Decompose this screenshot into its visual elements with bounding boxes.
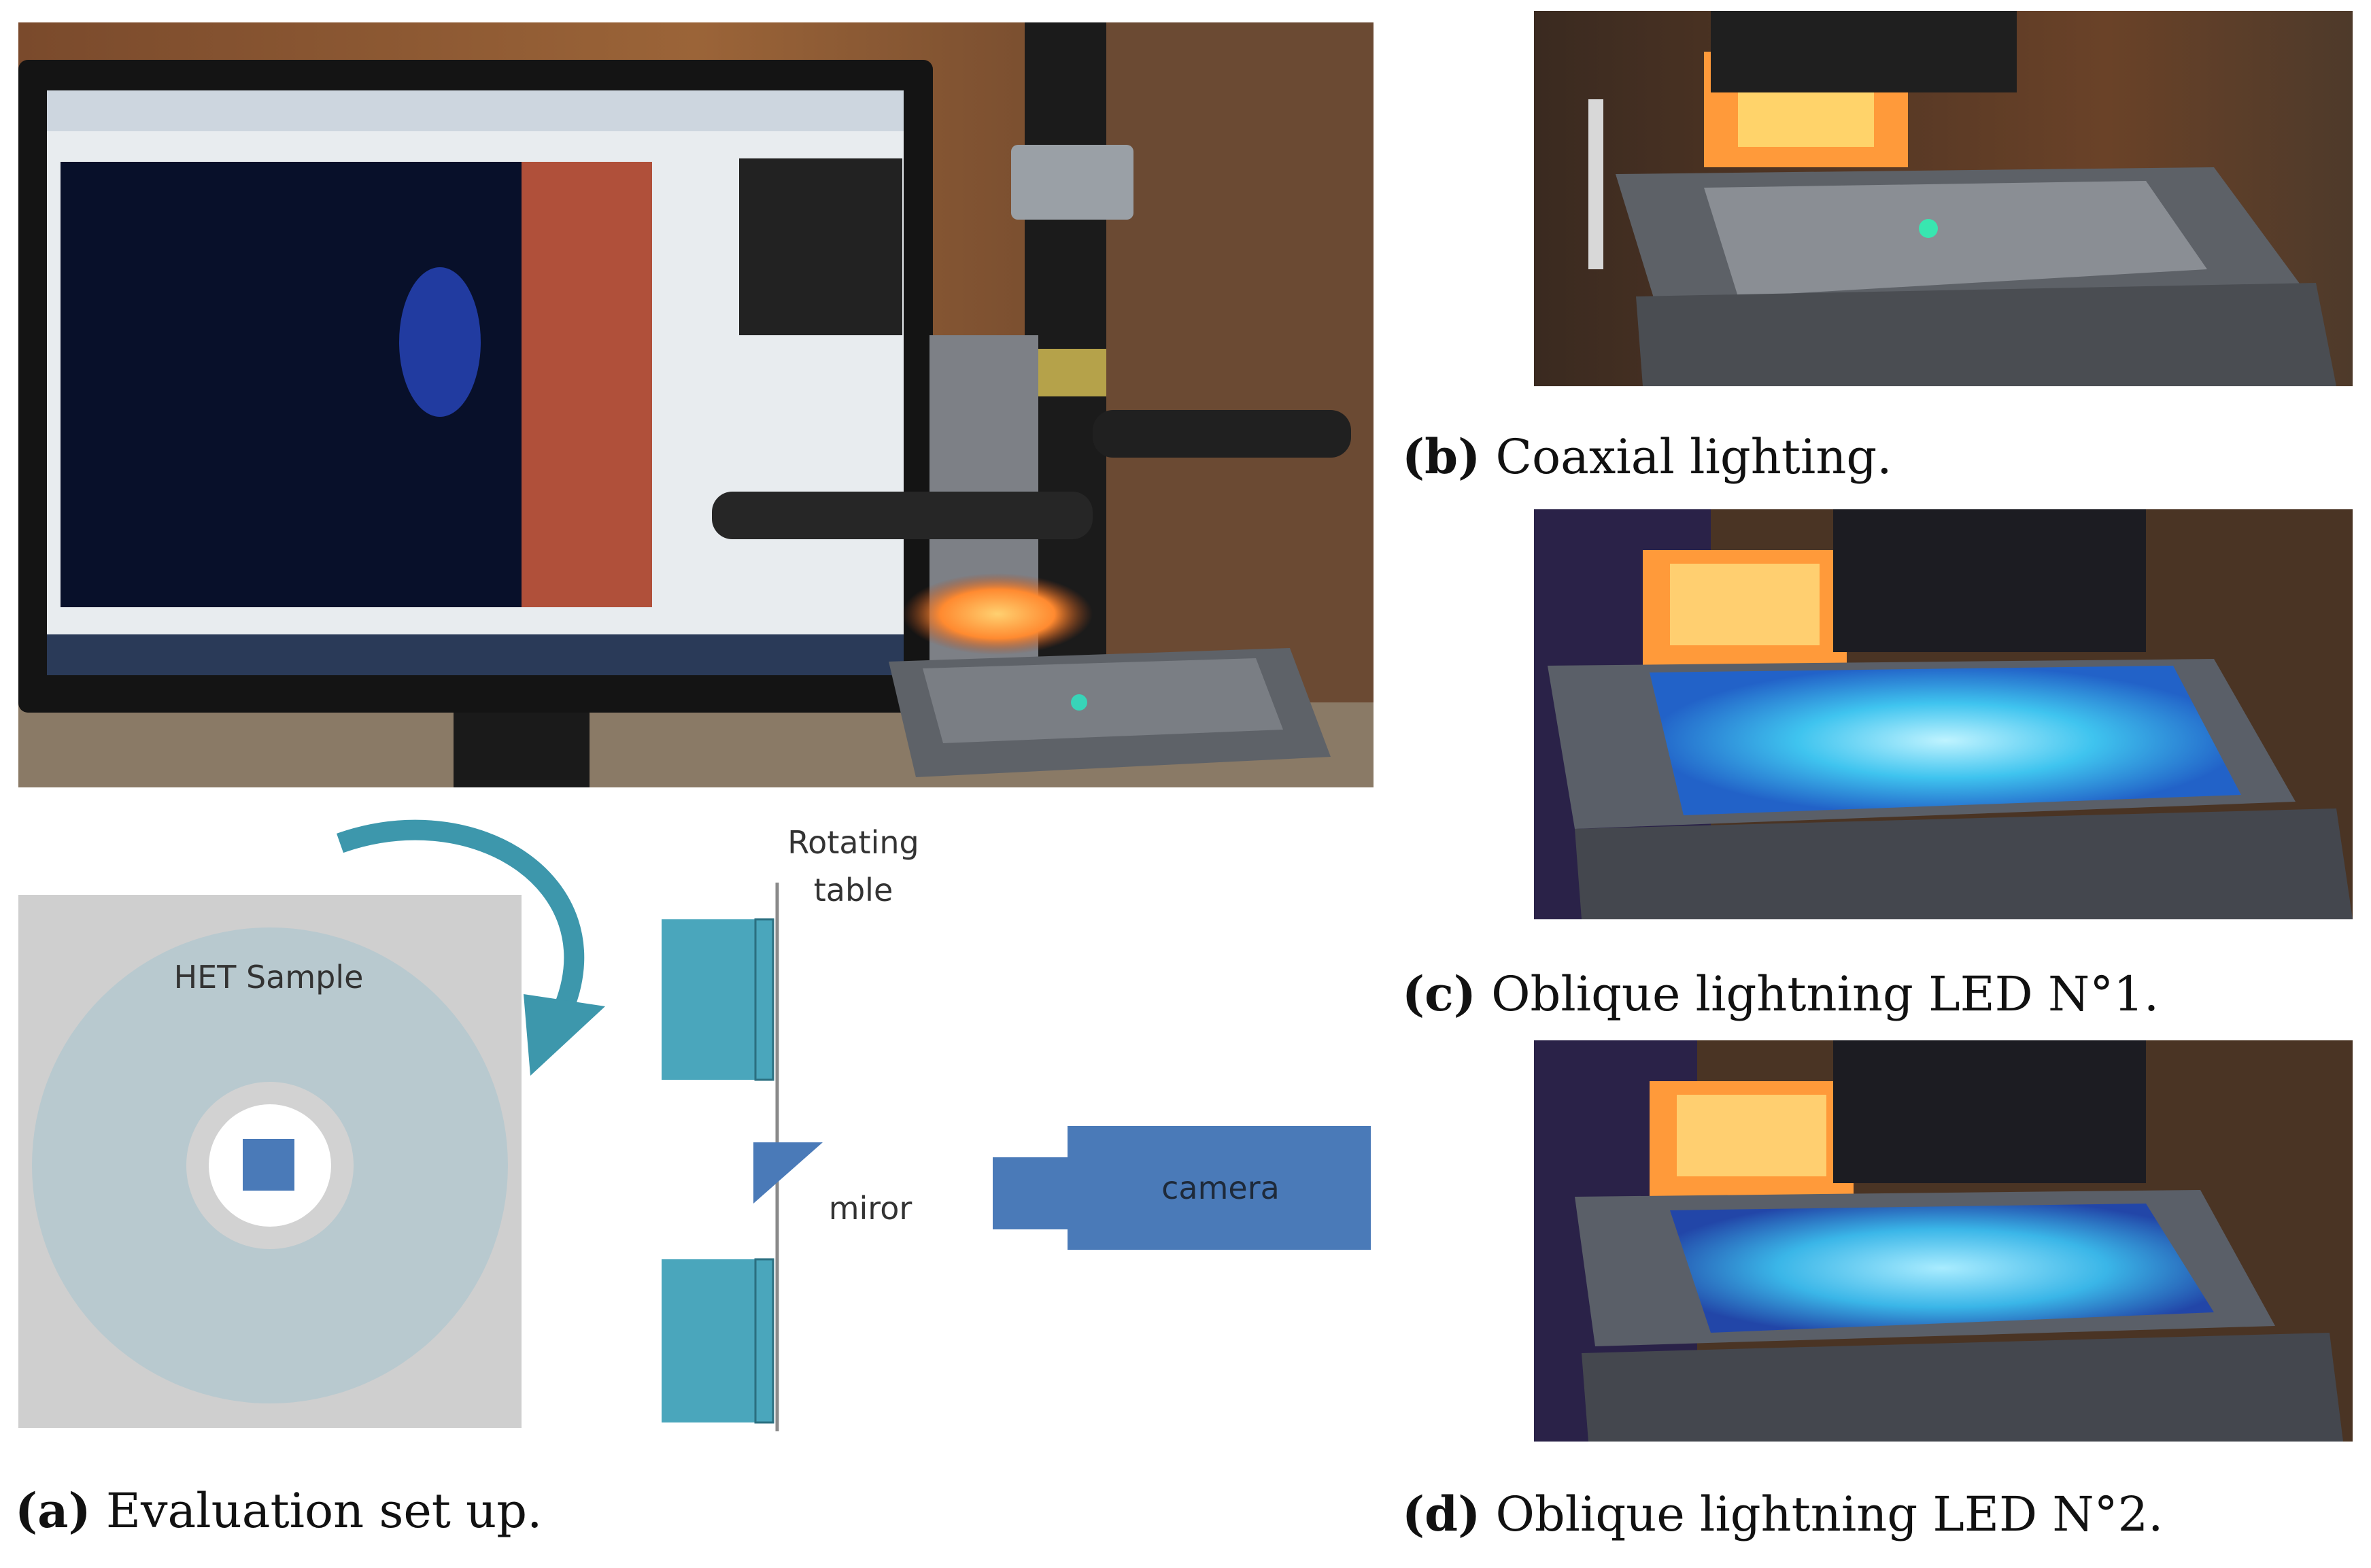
caption-d-tag: (d) [1402, 1486, 1481, 1542]
caption-c-tag: (c) [1402, 966, 1476, 1022]
caption-a-text: Evaluation set up. [105, 1483, 543, 1539]
caption-c-text: Oblique lightning LED N°1. [1491, 966, 2160, 1022]
caption-a-tag: (a) [15, 1482, 91, 1539]
oblique-led-2-photo [1534, 1040, 2353, 1442]
table-block-bottom [662, 1259, 755, 1422]
sample-square [243, 1139, 294, 1191]
rotating-table-label-line1: Rotating [787, 824, 919, 861]
het-sample-label: HET Sample [173, 959, 364, 995]
setup-diagram: HET Sample Rotating table miror camera [0, 802, 1401, 1448]
setup-photo [18, 22, 1374, 787]
oblique-led-1-photo [1534, 509, 2353, 919]
caption-b: (b) Coaxial lighting. [1402, 428, 1892, 485]
caption-d-text: Oblique lightning LED N°2. [1495, 1486, 2164, 1542]
mirror-shape [753, 1142, 823, 1204]
rotating-table-label-line2: table [813, 872, 893, 908]
caption-a: (a) Evaluation set up. [15, 1482, 542, 1539]
caption-c: (c) Oblique lightning LED N°1. [1402, 966, 2159, 1022]
coaxial-lighting-photo [1534, 11, 2353, 386]
camera-body [1068, 1126, 1371, 1250]
caption-b-tag: (b) [1402, 428, 1481, 485]
caption-d: (d) Oblique lightning LED N°2. [1402, 1486, 2163, 1542]
camera-lens [993, 1157, 1069, 1229]
mirror-label: miror [828, 1190, 912, 1227]
table-block-top [662, 919, 755, 1080]
rotation-arrow [337, 819, 585, 1010]
caption-b-text: Coaxial lighting. [1495, 429, 1892, 485]
camera-label: camera [1161, 1170, 1280, 1206]
